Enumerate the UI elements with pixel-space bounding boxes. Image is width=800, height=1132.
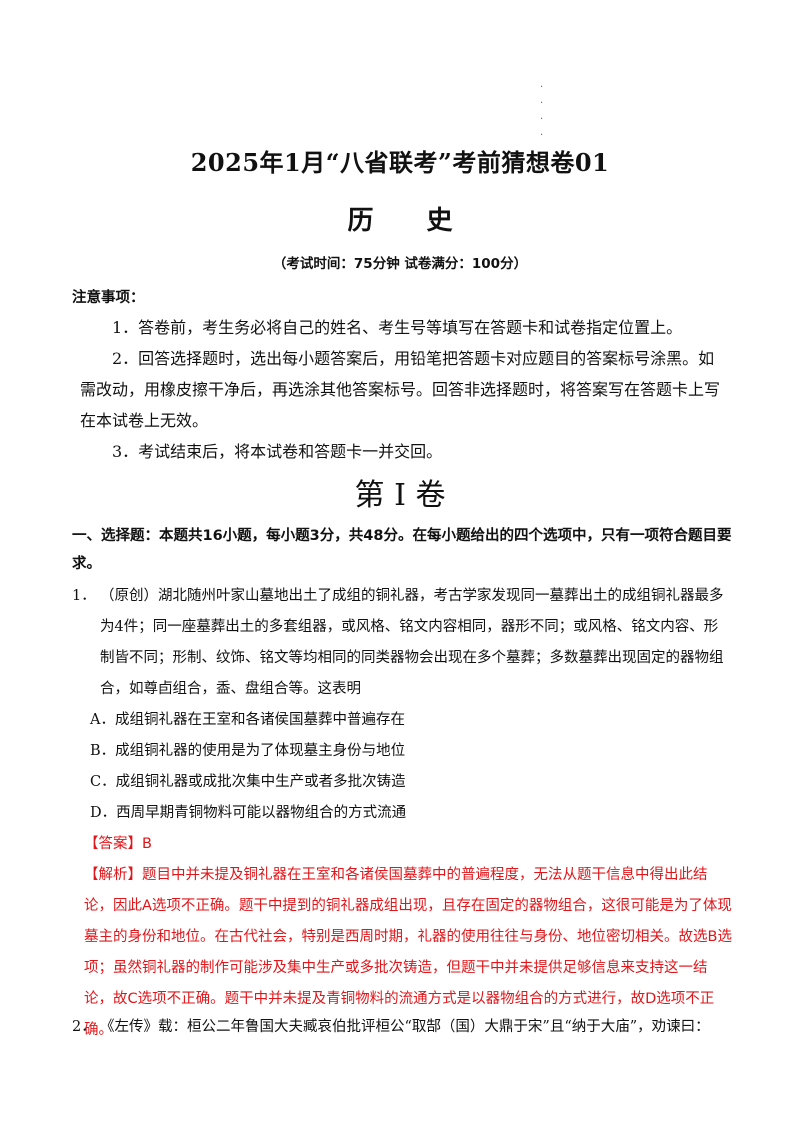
- option-a: A．成组铜礼器在王室和各诸侯国墓葬中普遍存在: [90, 712, 405, 728]
- notice-heading: 注意事项：: [72, 290, 145, 306]
- notice-item: 3．考试结束后，将本试卷和答题卡一并交回。: [112, 442, 443, 461]
- notice-item: 1．答卷前，考生务必将自己的姓名、考生号等填写在答题卡和试卷指定位置上。: [112, 318, 683, 337]
- question-stem: （原创）湖北随州叶家山墓地出土了成组的铜礼器，考古学家发现同一墓葬出土的成组铜礼…: [100, 588, 724, 697]
- exam-time-info: （考试时间：75分钟 试卷满分：100分）: [272, 256, 528, 272]
- option-c: C．成组铜礼器或成批次集中生产或者多批次铸造: [90, 774, 406, 790]
- question-2: 2． 《左传》载：桓公二年鲁国大夫臧哀伯批评桓公“取郜（国）大鼎于宋”且“纳于大…: [72, 1012, 732, 1043]
- notice-list: 1．答卷前，考生务必将自己的姓名、考生号等填写在答题卡和试卷指定位置上。 2．回…: [80, 312, 728, 467]
- exam-title: 2025年1月“八省联考”考前猜想卷01: [190, 148, 610, 177]
- notice-item: 2．回答选择题时，选出每小题答案后，用铅笔把答题卡对应题目的答案标号涂黑。如需改…: [80, 349, 721, 430]
- volume-heading: 第 I 卷: [354, 478, 446, 513]
- section-instructions: 一、选择题：本题共16小题，每小题3分，共48分。在每小题给出的四个选项中，只有…: [72, 528, 732, 572]
- subject-heading: 历 史: [347, 206, 475, 236]
- question-number: 2．: [72, 1019, 96, 1035]
- binding-dots: ····: [540, 82, 544, 141]
- question-number: 1．: [72, 588, 96, 604]
- answer-analysis: 【解析】题目中并未提及铜礼器在王室和各诸侯国墓葬中的普遍程度，无法从题干信息中得…: [84, 867, 732, 1038]
- question-stem: 《左传》载：桓公二年鲁国大夫臧哀伯批评桓公“取郜（国）大鼎于宋”且“纳于大庙”，…: [100, 1019, 710, 1035]
- option-b: B．成组铜礼器的使用是为了体现墓主身份与地位: [90, 743, 406, 759]
- answer-label: 【答案】B: [84, 836, 152, 852]
- question-1: 1． （原创）湖北随州叶家山墓地出土了成组的铜礼器，考古学家发现同一墓葬出土的成…: [72, 581, 732, 1046]
- option-d: D．西周早期青铜物料可能以器物组合的方式流通: [90, 805, 407, 821]
